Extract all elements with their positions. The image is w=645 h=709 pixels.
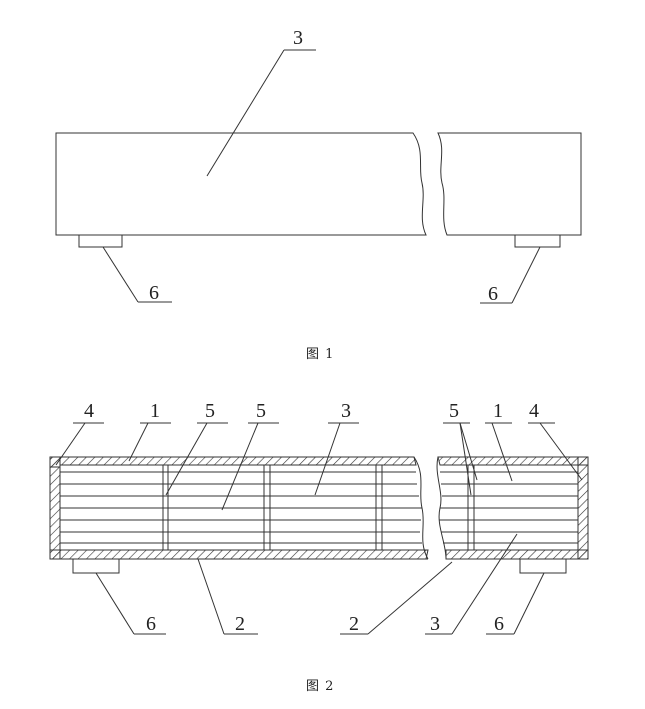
fig1-beam-right xyxy=(437,132,582,236)
fig2-label-5-a: 5 xyxy=(205,400,215,422)
fig2-bottom-wall-right xyxy=(445,549,589,560)
fig2-bottom-wall-left xyxy=(49,549,429,560)
fig2-inner-lines-left xyxy=(60,471,422,544)
fig2-label-6-left: 6 xyxy=(146,613,156,635)
fig2-label-2-left: 2 xyxy=(235,613,245,635)
fig2-label-5-right: 5 xyxy=(449,400,459,422)
fig2-left-wall xyxy=(49,456,61,560)
figure-1-labels: 3 6 6 xyxy=(149,27,498,305)
fig2-label-4-left: 4 xyxy=(84,400,94,422)
fig2-foot-left xyxy=(72,558,120,574)
fig1-leader-3 xyxy=(206,49,285,177)
fig2-label-1-left: 1 xyxy=(150,400,160,422)
figure-1-caption: 图 1 xyxy=(306,347,335,362)
fig2-ribs xyxy=(162,465,475,550)
figure-2-labels: 4 1 5 5 3 5 1 4 6 2 2 3 6 xyxy=(84,400,539,635)
fig2-label-5-b: 5 xyxy=(256,400,266,422)
fig1-label-6-left: 6 xyxy=(149,282,159,304)
fig2-foot-right xyxy=(519,558,567,574)
fig2-label-4-right: 4 xyxy=(529,400,539,422)
figure-2-caption: 图 2 xyxy=(306,679,335,694)
fig2-right-wall xyxy=(577,456,589,560)
fig1-foot-left xyxy=(78,234,123,248)
fig1-label-3: 3 xyxy=(293,27,303,49)
fig1-leader-6-right xyxy=(511,246,541,304)
fig2-label-3-top: 3 xyxy=(341,400,351,422)
fig1-leader-6-left xyxy=(102,246,139,303)
fig2-leaders xyxy=(55,422,583,635)
fig2-label-2-right: 2 xyxy=(349,613,359,635)
fig2-label-3-bottom: 3 xyxy=(430,613,440,635)
fig2-inner-lines-right xyxy=(439,471,578,544)
fig1-label-6-right: 6 xyxy=(488,283,498,305)
fig2-top-wall-left xyxy=(49,456,417,468)
fig1-beam-left xyxy=(55,132,427,236)
figure-1 xyxy=(55,49,582,304)
figure-2 xyxy=(49,422,589,635)
fig1-foot-right xyxy=(514,234,561,248)
fig2-label-6-right: 6 xyxy=(494,613,504,635)
fig2-label-1-right: 1 xyxy=(493,400,503,422)
